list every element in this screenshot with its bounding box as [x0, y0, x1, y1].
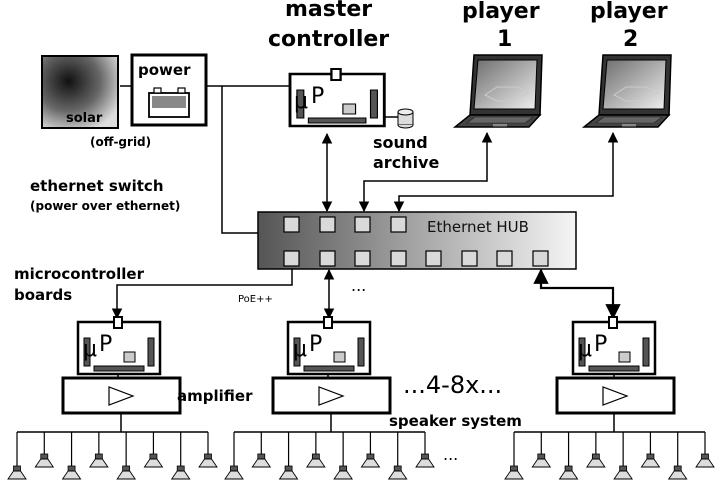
amplifier-1: [61, 376, 182, 415]
speaker-icon: [695, 453, 715, 468]
speaker-icon: [34, 453, 54, 468]
hub-bottom-ports: [283, 250, 549, 267]
speaker-icon: [251, 453, 271, 468]
speaker-icon: [531, 453, 551, 468]
speaker-icon: [640, 453, 660, 468]
sound-archive-label-line1: sound: [373, 133, 428, 152]
poe-label: (power over ethernet): [30, 199, 180, 213]
speaker-trees: [7, 431, 715, 480]
speaker-tree-3: [504, 431, 715, 480]
speaker-icon: [504, 465, 524, 480]
ethernet-switch-label: ethernet switch: [30, 177, 164, 195]
speaker-ellipsis: ...: [443, 445, 458, 464]
power-box: power: [130, 53, 208, 127]
off-grid-label: (off-grid): [90, 135, 151, 149]
speaker-icon: [171, 465, 191, 480]
speaker-icon: [668, 465, 688, 480]
solar-panel-icon: [41, 55, 119, 129]
database-icon: [397, 108, 414, 129]
speaker-icon: [613, 465, 633, 480]
speaker-icon: [62, 465, 82, 480]
speaker-icon: [360, 453, 380, 468]
speaker-icon: [116, 465, 136, 480]
speaker-icon: [7, 465, 27, 480]
player2-title-line1: player: [590, 0, 668, 24]
player1-laptop-icon: [454, 54, 543, 128]
board1-up-p: P: [99, 332, 112, 357]
speaker-icon: [306, 453, 326, 468]
speaker-icon: [415, 453, 435, 468]
amplifier-2: [271, 376, 392, 415]
speaker-icon: [586, 453, 606, 468]
player2-title-line2: 2: [623, 27, 638, 52]
master-controller-title-line1: master: [285, 0, 372, 22]
hub-label: Ethernet HUB: [427, 218, 529, 236]
player1-title-line2: 1: [497, 27, 512, 52]
amplifier-label: amplifier: [177, 387, 253, 405]
speaker-tree-2: [224, 431, 435, 480]
hub-ellipsis: ...: [351, 276, 366, 295]
poe-plus-plus-label: PoE++: [238, 294, 273, 305]
speaker-icon: [388, 465, 408, 480]
speaker-icon: [143, 453, 163, 468]
multiplier-label: ...4-8x...: [403, 371, 502, 399]
solar-panel: solar: [41, 55, 119, 129]
player2-laptop-icon: [583, 54, 672, 128]
player1-title-line1: player: [462, 0, 540, 24]
speaker-icon: [224, 465, 244, 480]
microcontroller-label-line1: microcontroller: [14, 265, 145, 283]
master-up-p: P: [311, 84, 324, 109]
master-controller-title-line2: controller: [268, 27, 389, 52]
solar-label: solar: [66, 111, 103, 126]
power-label: power: [138, 61, 191, 79]
sound-archive-label-line2: archive: [373, 153, 439, 172]
board2-up-mu: μ: [293, 337, 307, 362]
microcontroller-label-line2: boards: [14, 286, 72, 304]
board3-up-p: P: [594, 332, 607, 357]
speaker-tree-1: [7, 431, 218, 480]
speaker-icon: [559, 465, 579, 480]
board2-up-p: P: [309, 332, 322, 357]
battery-icon: [148, 87, 190, 118]
board1-up-mu: μ: [83, 337, 97, 362]
amplifier-3: [555, 376, 676, 415]
speaker-icon: [198, 453, 218, 468]
ethernet-hub: Ethernet HUB: [257, 211, 577, 270]
speaker-icon: [333, 465, 353, 480]
speaker-icon: [89, 453, 109, 468]
speaker-system-label: speaker system: [389, 412, 522, 430]
master-up-mu: μ: [294, 89, 308, 114]
hub-top-ports: [283, 216, 407, 233]
speaker-icon: [279, 465, 299, 480]
board3-up-mu: μ: [578, 337, 592, 362]
